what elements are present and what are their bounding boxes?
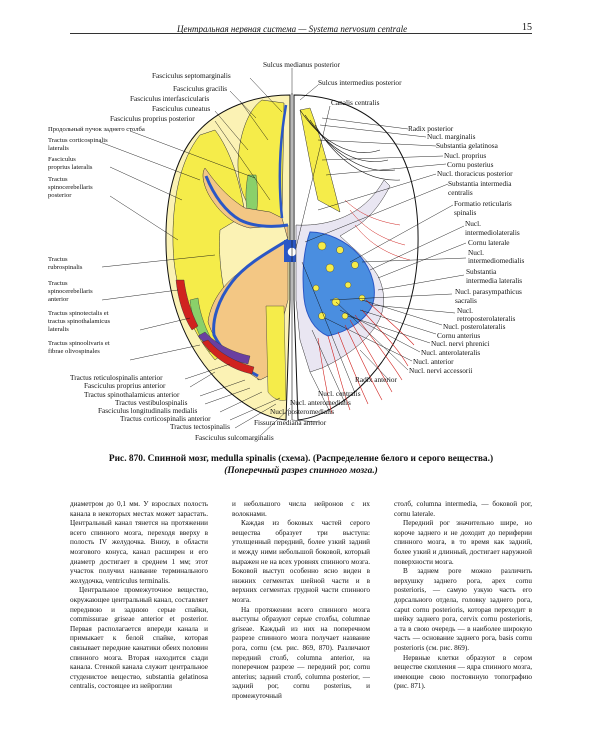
- label-nucl-nervi-phrenici: Nucl. nervi phrenici: [431, 339, 490, 348]
- label-tr-spinotectalis-3: lateralis: [48, 326, 69, 333]
- label-tr-spinotectalis-2: tractus spinothalamicus: [48, 318, 111, 325]
- label-nucl-centralis: Nucl. centralis: [318, 389, 361, 398]
- figure-caption-subtitle: (Поперечный разрез спинного мозга.): [224, 466, 378, 476]
- red-tract-anterior: [201, 339, 255, 375]
- running-header: Центральная нервная система — Systema ne…: [70, 16, 532, 36]
- label-cornu-anterius: Cornu anterius: [437, 331, 480, 340]
- label-nucl-marginalis: Nucl. marginalis: [427, 132, 476, 141]
- paragraph: В заднем роге можно различить верхушку з…: [394, 567, 532, 652]
- spinal-cord-figure: Sulcus medianus posterior Sulcus interme…: [48, 60, 524, 442]
- label-tr-tectospinalis: Tractus tectospinalis: [170, 422, 230, 431]
- dorsal-horn-blue-line: [278, 104, 288, 219]
- label-nucl-proprius: Nucl. proprius: [444, 151, 486, 160]
- label-formatio-reticularis-1: Formatio reticularis: [454, 199, 512, 208]
- paragraph: диаметром до 0,1 мм. У взрослых полость …: [70, 500, 208, 585]
- yellow-anterior-medial: [265, 305, 287, 401]
- label-fasc-longitudinalis-medialis: Fasciculus longitudinalis medialis: [98, 406, 197, 415]
- text-column-2: и небольшого числа нейронов с их волокна…: [232, 500, 370, 701]
- label-tr-corticospinalis-lateralis-2: lateralis: [48, 145, 69, 152]
- label-tr-rubrospinalis-1: Tractus: [48, 256, 68, 263]
- label-fasciculus-interfascicularis: Fasciculus interfascicularis: [130, 94, 209, 103]
- label-nucl-parasympathicus-1: Nucl. parasympathicus: [455, 287, 522, 296]
- label-sulcus-medianus-posterior: Sulcus medianus posterior: [263, 60, 341, 69]
- label-nucl-retroposterolateralis-2: retroposterolateralis: [457, 314, 516, 323]
- label-nucl-intermediomedialis-1: Nucl.: [468, 248, 484, 257]
- label-tr-rubrospinalis-2: rubrospinalis: [48, 264, 83, 271]
- figure-caption: Рис. 870. Спинной мозг, medulla spinalis…: [108, 454, 494, 464]
- label-tr-corticospinalis-lateralis-1: Tractus corticospinalis: [48, 137, 108, 144]
- label-radix-posterior: Radix posterior: [408, 124, 454, 133]
- paragraph: и небольшого числа нейронов с их волокна…: [232, 500, 370, 518]
- label-tr-spinocereb-post-1: Tractus: [48, 176, 68, 183]
- label-fasciculus-cuneatus: Fasciculus cuneatus: [152, 104, 210, 113]
- label-tr-spinoolivaris-2: fibrae olivospinales: [48, 348, 100, 355]
- label-prodolny-puchok: Продольный пучок заднего столба: [48, 126, 145, 133]
- radix-posterior-fibers: [299, 109, 401, 181]
- right-horn-nuclei: [302, 231, 375, 337]
- label-tr-spinocereb-ant-3: anterior: [48, 296, 69, 303]
- label-cornu-posterius: Cornu posterius: [447, 160, 494, 169]
- label-nucl-intermediomedialis-2: intermediomedialis: [468, 256, 524, 265]
- label-fasc-proprius-lat-2: proprius lateralis: [48, 164, 93, 171]
- header-rule: [70, 33, 532, 34]
- label-formatio-reticularis-2: spinalis: [454, 208, 476, 217]
- label-nucl-intermediolateralis-2: intermediolateralis: [465, 228, 520, 237]
- label-canalis-centralis: Canalis centralis: [331, 98, 380, 107]
- text-column-3: столб, columna intermedia, — боковой рог…: [394, 500, 532, 692]
- label-fissura-mediana-anterior: Fissura mediana anterior: [254, 418, 327, 427]
- paragraph: На протяжении всего спинного мозга высту…: [232, 605, 370, 700]
- label-fasciculus-gracilis: Fasciculus gracilis: [173, 84, 227, 93]
- text-column-1: диаметром до 0,1 мм. У взрослых полость …: [70, 500, 208, 692]
- paragraph: столб, columna intermedia, — боковой рог…: [394, 500, 532, 518]
- label-nucl-nervi-accessorii: Nucl. nervi accessorii: [409, 366, 472, 375]
- label-fasciculus-proprius-posterior: Fasciculus proprius posterior: [110, 114, 195, 123]
- label-tr-reticulospinalis-anterior: Tractus reticulospinalis anterior: [70, 373, 163, 382]
- label-tr-vestibulospinalis: Tractus vestibulospinalis: [115, 398, 188, 407]
- label-nucl-parasympathicus-2: sacralis: [455, 296, 477, 305]
- red-tract-lateral: [175, 279, 199, 331]
- label-tr-spinocereb-ant-1: Tractus: [48, 280, 68, 287]
- label-sulcus-intermedius-posterior: Sulcus intermedius posterior: [318, 78, 402, 87]
- label-tr-spinothalamicus-anterior: Tractus spinothalamicus anterior: [84, 390, 180, 399]
- label-tr-spinotectalis-1: Tractus spinotectalis et: [48, 310, 109, 317]
- label-fasc-proprius-lat-1: Fasciculus: [48, 156, 76, 163]
- label-fasciculus-septomarginalis: Fasciculus septomarginalis: [152, 71, 231, 80]
- label-cornu-laterale: Cornu laterale: [468, 238, 510, 247]
- label-nucl-posteromedialis: Nucl. posteromedialis: [270, 407, 334, 416]
- label-substantia-intermedia-lat-1: Substantia: [466, 267, 497, 276]
- page-number: 15: [522, 22, 532, 33]
- label-tr-spinoolivaris-1: Tractus spinoolivaris et: [48, 340, 110, 347]
- label-tr-spinocereb-ant-2: spinocerebellaris: [48, 288, 93, 295]
- label-nucl-posterolateralis: Nucl. posterolateralis: [443, 322, 506, 331]
- label-substantia-gelatinosa: Substantia gelatinosa: [436, 141, 499, 150]
- label-nucl-intermediolateralis-1: Nucl.: [465, 219, 481, 228]
- label-substantia-intermedia-1: Substantia intermedia: [448, 179, 512, 188]
- paragraph: Передний рог значительно шире, но короче…: [394, 519, 532, 566]
- label-tr-corticospinalis-anterior: Tractus corticospinalis anterior: [120, 414, 211, 423]
- label-radix-anterior: Radix anterior: [355, 375, 398, 384]
- label-fasc-sulcomarginalis: Fasciculus sulcomarginalis: [195, 433, 274, 442]
- label-tr-spinocereb-post-3: posterior: [48, 192, 72, 199]
- label-nucl-anteromedialis: Nucl. anteromedialis: [290, 398, 351, 407]
- label-nucl-retroposterolateralis-1: Nucl.: [457, 306, 473, 315]
- label-tr-spinocereb-post-2: spinocerebellaris: [48, 184, 93, 191]
- label-fasc-proprius-anterior: Fasciculus proprius anterior: [84, 381, 166, 390]
- label-substantia-intermedia-lat-2: intermedia lateralis: [466, 276, 522, 285]
- leader-lines: [99, 68, 467, 437]
- label-nucl-thoracicus-posterior: Nucl. thoracicus posterior: [437, 169, 513, 178]
- paragraph: Каждая из боковых частей серого вещества…: [232, 519, 370, 604]
- label-nucl-anterior: Nucl. anterior: [413, 357, 454, 366]
- header-title: Центральная нервная система — Systema ne…: [177, 24, 408, 34]
- label-nucl-anterolateralis: Nucl. anterolateralis: [421, 348, 480, 357]
- paragraph: Центральное промежуточное вещество, окру…: [70, 586, 208, 691]
- right-white-fibers: [344, 199, 411, 261]
- paragraph: Нервные клетки образуют в сером веществе…: [394, 653, 532, 691]
- label-substantia-intermedia-2: centralis: [448, 188, 473, 197]
